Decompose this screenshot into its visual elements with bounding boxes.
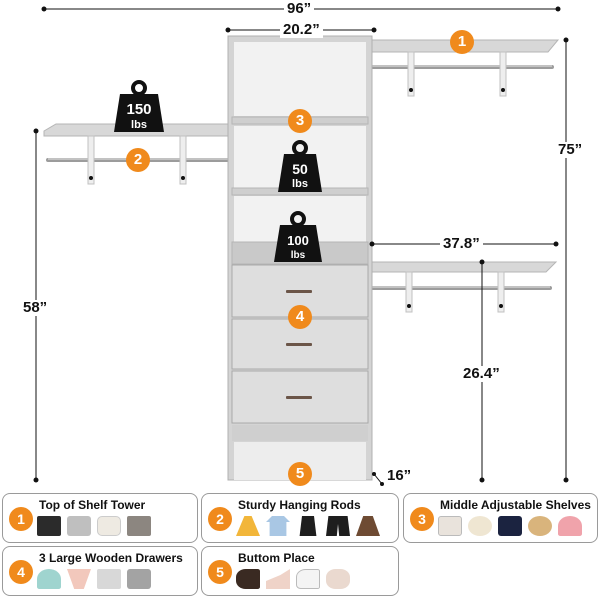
shorts-icon	[326, 516, 350, 536]
legend-card-1: 1 Top of Shelf Tower	[2, 493, 198, 543]
tank-top-icon	[299, 516, 317, 536]
cap-icon	[558, 516, 582, 536]
handbag-icon	[438, 516, 462, 536]
socks-icon	[127, 569, 151, 589]
right-lower-shelf	[369, 261, 558, 313]
weight-icon-150: 150 lbs	[114, 80, 164, 132]
purse-icon	[468, 516, 492, 536]
legend-title-1: Top of Shelf Tower	[39, 498, 146, 512]
sneakers-icon	[296, 569, 320, 589]
svg-text:lbs: lbs	[292, 178, 308, 190]
dress-icon	[236, 516, 260, 536]
storage-box-icon	[37, 516, 61, 536]
legend-card-4: 4 3 Large Wooden Drawers	[2, 546, 198, 596]
depth-label: 16”	[384, 468, 415, 484]
svg-text:50: 50	[292, 161, 308, 177]
marker-5: 5	[288, 462, 312, 486]
heels-icon	[266, 569, 290, 589]
marker-1: 1	[450, 30, 474, 54]
pillow-icon	[97, 516, 121, 536]
weight-icon-50: 50 lbs	[278, 140, 322, 192]
shirt-icon	[266, 516, 290, 536]
legend-card-2: 2 Sturdy Hanging Rods	[201, 493, 399, 543]
basket-icon	[127, 516, 151, 536]
legend-num-1: 1	[9, 507, 33, 531]
marker-2: 2	[126, 148, 150, 172]
right-lower-height-label: 26.4”	[460, 366, 503, 382]
legend-title-5: Buttom Place	[238, 551, 315, 565]
legend-num-4: 4	[9, 560, 33, 584]
slippers-icon	[326, 569, 350, 589]
svg-text:100: 100	[287, 233, 309, 248]
tower-width-label: 20.2”	[280, 22, 323, 38]
right-height-label: 75”	[555, 142, 586, 158]
left-height-label: 58”	[20, 300, 51, 316]
legend-title-2: Sturdy Hanging Rods	[238, 498, 361, 512]
skirt-icon	[356, 516, 380, 536]
svg-text:lbs: lbs	[131, 119, 147, 131]
marker-4: 4	[288, 305, 312, 329]
marker-3: 3	[288, 109, 312, 133]
sun-hat-icon	[528, 516, 552, 536]
total-width-label: 96”	[284, 1, 315, 17]
right-lower-width-label: 37.8”	[440, 236, 483, 252]
legend-title-4: 3 Large Wooden Drawers	[39, 551, 183, 565]
weight-value-150: 150	[126, 101, 151, 118]
legend-card-5: 5 Buttom Place	[201, 546, 399, 596]
towel-icon	[97, 569, 121, 589]
dress-shoes-icon	[236, 569, 260, 589]
closet-diagram: 150 lbs 50 lbs 100 lbs 96” 20.2” 75” 58”…	[20, 0, 586, 486]
underwear-icon	[67, 569, 91, 589]
legend-num-3: 3	[410, 507, 434, 531]
folded-clothes-icon	[67, 516, 91, 536]
legend-num-5: 5	[208, 560, 232, 584]
svg-text:lbs: lbs	[291, 250, 306, 261]
legend-title-3: Middle Adjustable Shelves	[440, 498, 591, 512]
legend-card-3: 3 Middle Adjustable Shelves	[403, 493, 598, 543]
ring-box-icon	[498, 516, 522, 536]
closet-illustration: 150 lbs 50 lbs 100 lbs	[33, 6, 569, 486]
weight-icon-100: 100 lbs	[274, 211, 322, 262]
legend-num-2: 2	[208, 507, 232, 531]
bra-icon	[37, 569, 61, 589]
